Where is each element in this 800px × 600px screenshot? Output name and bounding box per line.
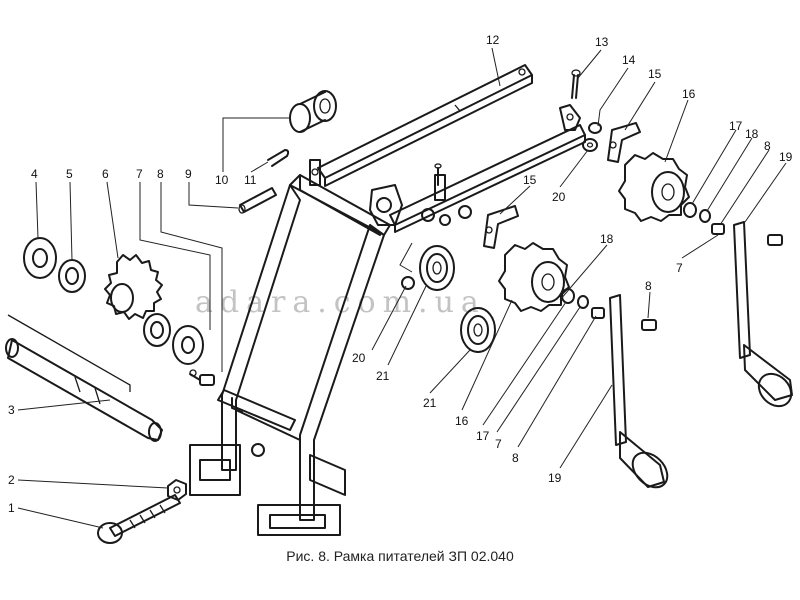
washer-20-part	[401, 276, 415, 290]
bearing-right-part	[143, 313, 171, 347]
bolt-left-part	[189, 369, 215, 386]
callout-label: 20	[352, 351, 366, 365]
roller-21-lower-part	[460, 307, 496, 353]
callout-label: 15	[523, 173, 537, 187]
roller-part	[289, 90, 337, 133]
callout-label: 2	[8, 473, 15, 487]
eye-bolt-part	[97, 494, 181, 544]
callout-label: 9	[185, 167, 192, 181]
cam-upper-part	[618, 152, 690, 222]
callout-label: 18	[745, 127, 759, 141]
callout-label: 6	[102, 167, 109, 181]
callout-label: 12	[486, 33, 500, 47]
callout-label: 5	[66, 167, 73, 181]
callout-label: 20	[552, 190, 566, 204]
callout-label: 16	[455, 414, 469, 428]
callout-label: 4	[31, 167, 38, 181]
callout-label: 21	[423, 396, 437, 410]
callout-label: 10	[215, 173, 229, 187]
callout-label: 8	[157, 167, 164, 181]
nut-part	[167, 479, 187, 501]
callout-label: 16	[682, 87, 696, 101]
washer-lower-right-part	[561, 288, 589, 309]
callout-label: 19	[548, 471, 562, 485]
callout-labels: 1 2 3 4 5 6 7 8 9 10 11 12 13 14 15 15 1…	[8, 33, 793, 515]
callout-label: 18	[600, 232, 614, 246]
callout-label: 13	[595, 35, 609, 49]
bolt-upper-right-part	[711, 223, 725, 235]
small-pin-part	[434, 163, 442, 186]
callout-label: 17	[729, 119, 743, 133]
washer-14-part	[582, 122, 602, 152]
pin-part	[238, 187, 277, 214]
washer-set-part	[421, 205, 472, 226]
washer-upper-right-part	[683, 202, 711, 223]
callout-label: 14	[622, 53, 636, 67]
bolt-8-upper-part	[767, 234, 783, 246]
shaft-part	[5, 314, 163, 442]
callout-label: 21	[376, 369, 390, 383]
figure-caption: Рис. 8. Рамка питателей ЗП 02.040	[286, 548, 514, 564]
leader-lines	[17, 47, 787, 529]
callout-label: 15	[648, 67, 662, 81]
lever-upper-part	[607, 122, 641, 163]
bolt-8-lower-part	[641, 319, 657, 331]
flange-part	[23, 237, 57, 279]
cotter-pin-part	[267, 149, 290, 167]
hub-cap-part	[172, 325, 204, 365]
top-beam-part	[317, 64, 533, 187]
crank-upper-part	[733, 221, 793, 408]
lever-lower-part	[483, 205, 519, 249]
cam-lower-part	[498, 242, 570, 312]
callout-label: 7	[495, 437, 502, 451]
sprocket-part	[104, 254, 163, 320]
frame-part	[189, 159, 391, 536]
callout-label: 1	[8, 501, 15, 515]
callout-label: 7	[136, 167, 143, 181]
callout-label: 8	[764, 139, 771, 153]
split-pin-13-part	[571, 69, 581, 99]
callout-label: 8	[512, 451, 519, 465]
callout-label: 8	[645, 279, 652, 293]
callout-label: 11	[244, 173, 257, 187]
roller-21-upper-part	[419, 245, 455, 291]
watermark-text: adara.com.ua	[195, 285, 486, 320]
callout-label: 3	[8, 403, 15, 417]
callout-label: 7	[676, 261, 683, 275]
crank-lower-part	[609, 294, 669, 489]
callout-label: 17	[476, 429, 490, 443]
bearing-left-part	[58, 259, 86, 293]
callout-label: 19	[779, 150, 793, 164]
bolt-lower-right-part	[591, 307, 605, 319]
middle-beam-part	[369, 104, 586, 233]
